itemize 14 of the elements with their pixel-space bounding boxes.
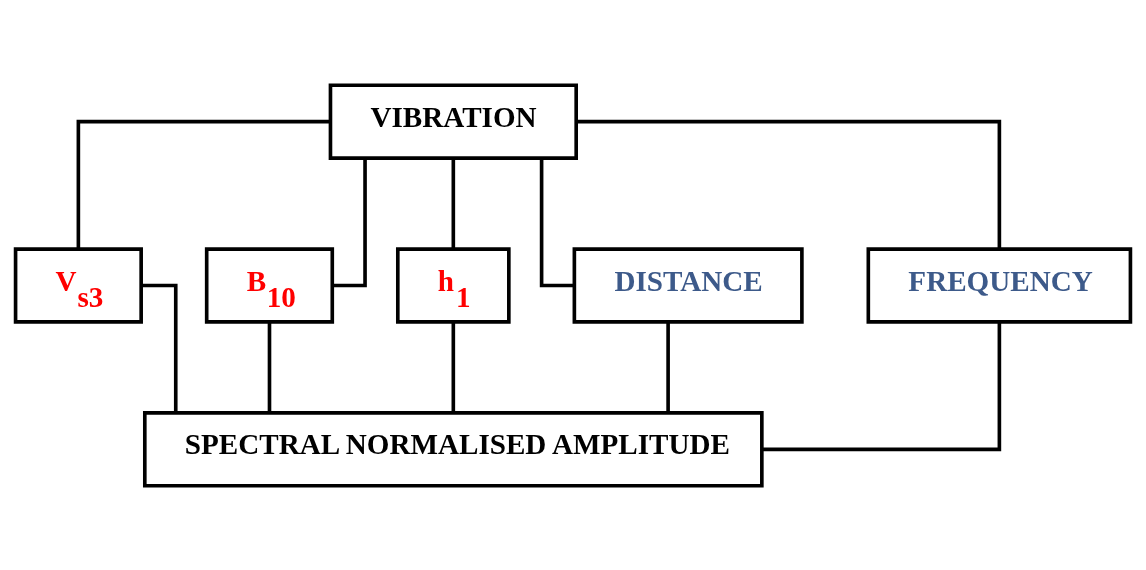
node-box: FREQUENCY bbox=[866, 246, 1133, 324]
connector bbox=[539, 158, 575, 287]
connector bbox=[332, 158, 367, 287]
connector bbox=[141, 283, 178, 412]
connector bbox=[666, 322, 670, 413]
node-box: DISTANCE bbox=[572, 246, 804, 324]
connector bbox=[451, 158, 456, 249]
node-box: VIBRATION bbox=[328, 82, 578, 160]
connector bbox=[451, 322, 456, 413]
connector bbox=[762, 322, 1002, 451]
connector bbox=[76, 119, 330, 248]
node-box: SPECTRAL NORMALISED AMPLITUDE bbox=[143, 410, 764, 488]
connector bbox=[267, 322, 272, 413]
connector bbox=[576, 119, 1002, 248]
